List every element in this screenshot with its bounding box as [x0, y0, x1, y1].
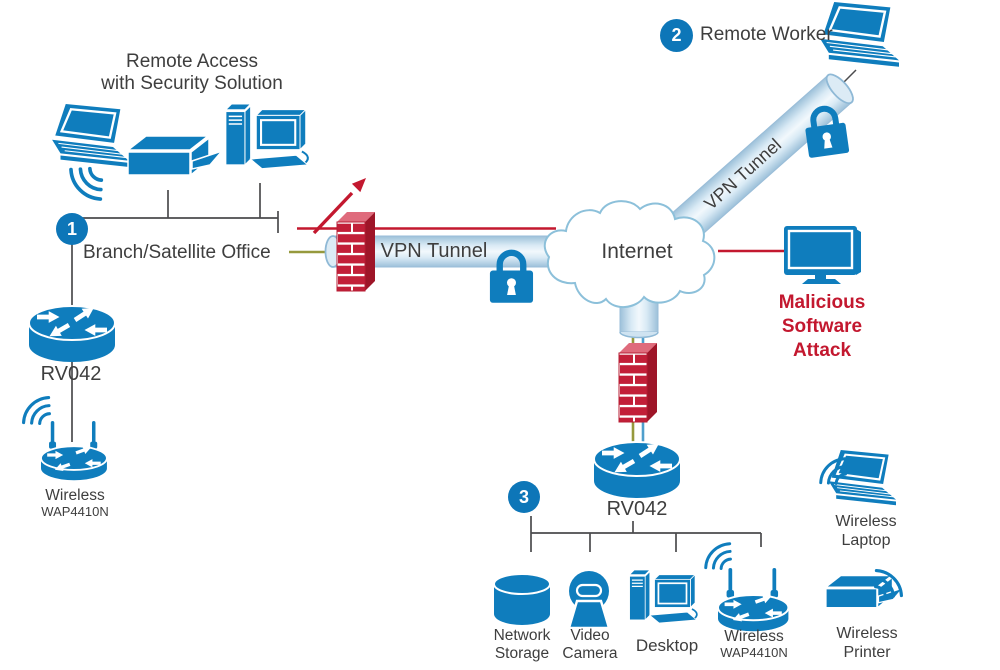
- internet-label: Internet: [601, 240, 673, 263]
- attack-deflect-arrow-icon: [351, 178, 366, 193]
- firewall-icon: [336, 211, 376, 292]
- firewall-icon: [618, 342, 658, 423]
- desktop-computer-icon: [628, 569, 698, 624]
- router-icon: [29, 303, 115, 362]
- ap-name-office: Wireless: [724, 628, 784, 645]
- wireless-ap-icon: [718, 568, 788, 631]
- malicious-attack-label: Malicious Software Attack: [778, 292, 866, 361]
- video-camera-icon: [567, 569, 611, 630]
- attack-path-line: [297, 178, 556, 235]
- ap-model-branch: WAP4410N: [41, 504, 109, 519]
- badge-3: 3: [508, 481, 540, 513]
- wireless-printer-label: Wireless Printer: [836, 625, 898, 661]
- laptop-icon: [50, 102, 130, 169]
- router-label-branch: RV042: [40, 363, 102, 385]
- wireless-laptop-label: Wireless Laptop: [835, 513, 897, 549]
- wireless-waves-icon: [63, 157, 113, 207]
- connector-lines: [71, 69, 857, 552]
- network-storage-icon: [493, 573, 551, 626]
- router-icon: [594, 439, 680, 498]
- desktop-computer-icon: [224, 102, 309, 170]
- wireless-ap-icon: [41, 421, 107, 480]
- ap-model-office: WAP4410N: [720, 645, 788, 660]
- desktop-label: Desktop: [635, 636, 699, 655]
- remote-worker-label: Remote Worker: [700, 24, 833, 45]
- badge-2: 2: [660, 19, 693, 52]
- ap-name-branch: Wireless: [45, 487, 105, 504]
- wireless-waves-icon: [699, 537, 740, 578]
- branch-heading: Remote Access with Security Solution: [101, 51, 283, 95]
- cloud-icon: [543, 200, 716, 308]
- printer-icon: [127, 135, 223, 176]
- network-storage-label: Network Storage: [493, 627, 551, 662]
- video-camera-label: Video Camera: [562, 627, 618, 662]
- badge-1: 1: [56, 213, 88, 245]
- router-label-office: RV042: [606, 498, 668, 520]
- flat-monitor-icon: [782, 224, 863, 286]
- vpn-tunnel-label: VPN Tunnel: [380, 240, 488, 262]
- branch-office-label: Branch/Satellite Office: [83, 242, 271, 263]
